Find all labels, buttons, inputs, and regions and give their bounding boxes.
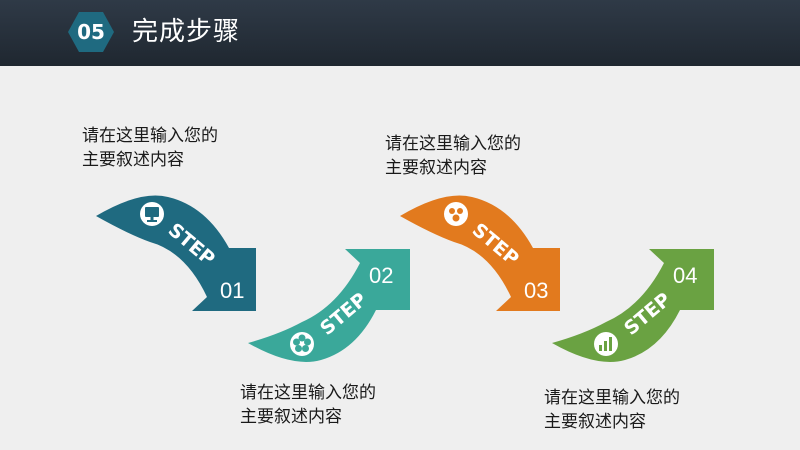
step-1-shape: [96, 195, 256, 311]
step-2-shape: [248, 249, 410, 362]
caption-line-2: 主要叙述内容: [240, 407, 342, 427]
caption-line-1: 请在这里输入您的: [544, 388, 680, 408]
monitor-icon: [145, 207, 159, 222]
step-1-caption: 请在这里输入您的 主要叙述内容: [82, 124, 218, 172]
caption-line-2: 主要叙述内容: [82, 150, 184, 170]
caption-line-1: 请在这里输入您的: [385, 134, 521, 154]
step-2-arrow: STEP 02: [248, 249, 410, 362]
caption-line-1: 请在这里输入您的: [240, 383, 376, 403]
caption-line-1: 请在这里输入您的: [82, 126, 218, 146]
page-title: 完成步骤: [132, 17, 241, 47]
step-3-arrow: STEP 03: [400, 195, 560, 311]
header-bar: [0, 0, 800, 66]
flower-icon: [293, 334, 311, 352]
step-2-number: 02: [369, 263, 393, 288]
section-number: 05: [77, 20, 105, 44]
caption-line-2: 主要叙述内容: [544, 412, 646, 432]
step-3-shape: [400, 195, 560, 311]
section-number-badge: [68, 12, 114, 52]
step-4-shape: [552, 249, 714, 362]
bar-chart-icon: [599, 337, 612, 351]
step-4-number: 04: [673, 263, 697, 288]
step-3-caption: 请在这里输入您的 主要叙述内容: [385, 132, 521, 180]
step-1-number: 01: [220, 278, 244, 303]
group-icon: [449, 208, 463, 222]
caption-line-2: 主要叙述内容: [385, 158, 487, 178]
step-3-number: 03: [524, 278, 548, 303]
step-4-caption: 请在这里输入您的 主要叙述内容: [544, 386, 680, 434]
step-1-arrow: STEP 01: [96, 195, 256, 311]
step-4-arrow: STEP 04: [552, 249, 714, 362]
step-3-icon-circle: [444, 202, 468, 226]
step-2-caption: 请在这里输入您的 主要叙述内容: [240, 381, 376, 429]
